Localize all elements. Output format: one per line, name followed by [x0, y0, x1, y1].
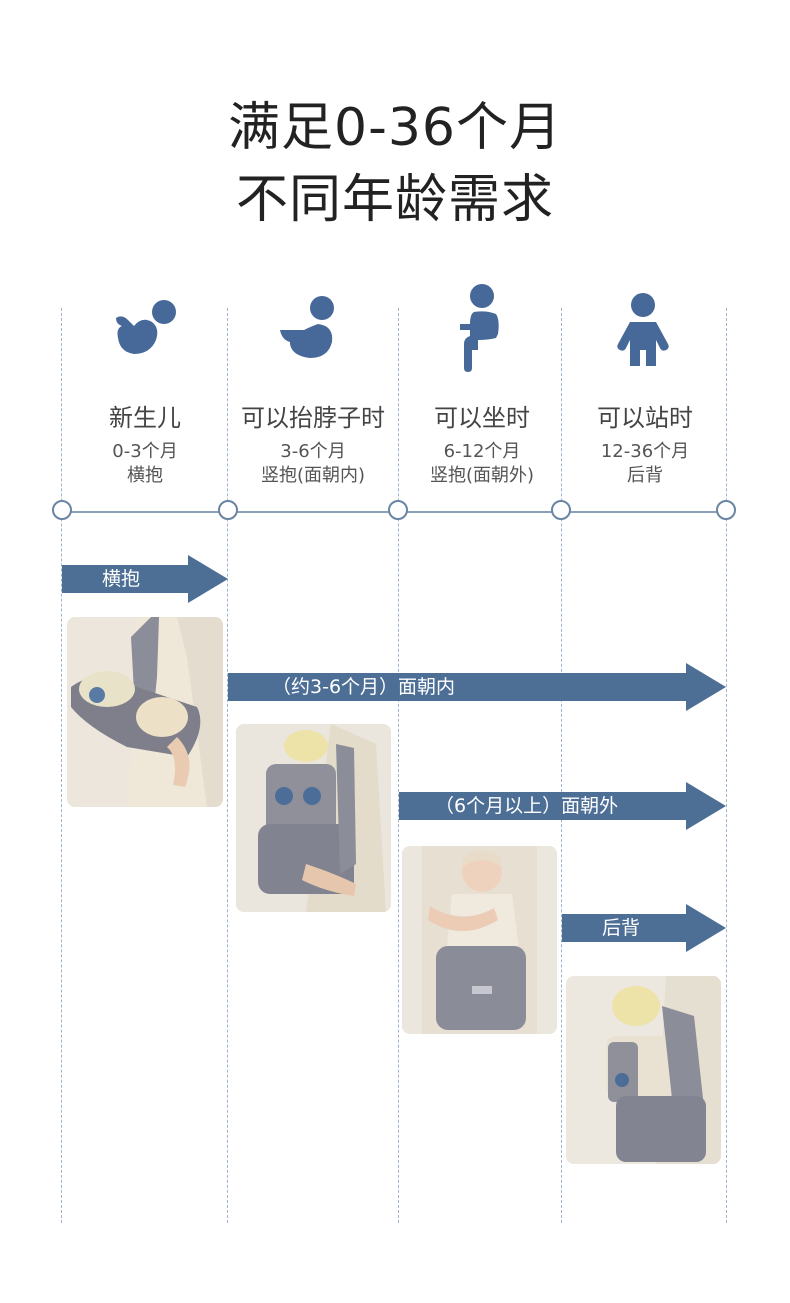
- stage-mode: 竖抱(面朝内): [260, 465, 366, 486]
- stage-age: 0-3个月: [112, 441, 178, 462]
- stage-mode: 横抱: [127, 465, 163, 486]
- stage-mode: 竖抱(面朝外): [429, 465, 535, 486]
- column-divider: [726, 308, 727, 1223]
- timeline-node: [388, 500, 408, 520]
- baby-head-up-icon: [278, 296, 340, 362]
- arrow-cradle-hold: 横抱: [62, 555, 228, 603]
- stage-age: 6-12个月: [443, 441, 521, 462]
- baby-sitting-icon: [456, 284, 504, 372]
- stage-name-sitting: 可以坐时: [434, 404, 530, 432]
- photo-back-carry: [566, 976, 721, 1164]
- column-divider: [227, 308, 228, 1223]
- arrow-label: 横抱: [102, 568, 141, 590]
- arrow-label: 后背: [602, 917, 641, 939]
- photo-facing-out: [402, 846, 557, 1034]
- timeline-node: [218, 500, 238, 520]
- photo-facing-in: [236, 724, 391, 912]
- title-line-1: 满足0-36个月: [227, 98, 563, 158]
- timeline-node: [716, 500, 736, 520]
- column-divider: [561, 308, 562, 1223]
- stage-age: 3-6个月: [280, 441, 346, 462]
- title-line-2: 不同年龄需求: [235, 170, 554, 230]
- stage-age: 12-36个月: [600, 441, 690, 462]
- arrow-facing-in: （约3-6个月）面朝内: [228, 663, 726, 711]
- timeline-node: [551, 500, 571, 520]
- arrow-facing-out: （6个月以上）面朝外: [399, 782, 726, 830]
- stage-mode: 后背: [627, 465, 663, 486]
- stage-name-newborn: 新生儿: [109, 404, 181, 432]
- arrow-label: （约3-6个月）面朝内: [272, 676, 456, 698]
- stage-name-standing: 可以站时: [597, 404, 693, 432]
- newborn-lying-icon: [112, 296, 182, 358]
- arrow-back-carry: 后背: [562, 904, 726, 952]
- timeline-node: [52, 500, 72, 520]
- photo-cradle-hold: [67, 617, 223, 807]
- child-standing-icon: [616, 292, 670, 368]
- column-divider: [398, 308, 399, 1223]
- stage-name-head-up: 可以抬脖子时: [241, 404, 385, 432]
- column-divider: [61, 308, 62, 1223]
- arrow-label: （6个月以上）面朝外: [435, 795, 619, 817]
